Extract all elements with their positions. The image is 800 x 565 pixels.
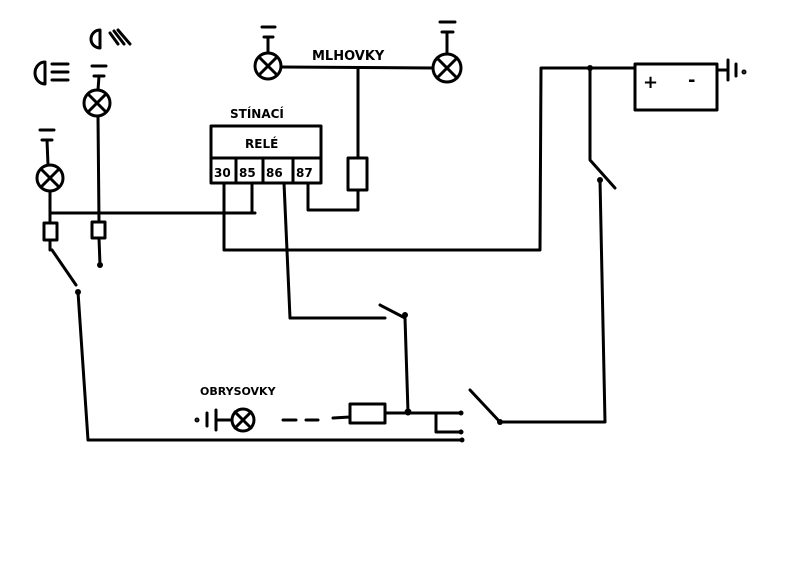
relay-box	[209, 124, 323, 185]
terminal-dot	[97, 262, 103, 268]
battery-minus: -	[688, 70, 695, 91]
relay-subtitle: RELÉ	[245, 136, 278, 151]
lamp-icon	[35, 163, 65, 193]
fuse-icon	[346, 156, 369, 192]
high-beam-icon	[89, 28, 132, 50]
relay-pin-86: 86	[266, 166, 283, 180]
relay-pin-30: 30	[214, 166, 231, 180]
relay-pin-87: 87	[296, 166, 313, 180]
relay-title: STÍNACÍ	[230, 106, 284, 121]
wire	[222, 66, 637, 252]
wire	[76, 290, 464, 442]
fuse-icon	[90, 220, 107, 240]
wire	[48, 189, 78, 287]
fuse-icon	[348, 402, 387, 425]
fog-lamp-right-icon	[431, 52, 463, 84]
wire	[96, 114, 102, 267]
wire	[279, 65, 435, 212]
ground-symbol	[38, 128, 56, 167]
wire	[383, 411, 462, 434]
wire	[468, 66, 617, 424]
lamp-icon	[82, 88, 112, 118]
position-lamp-icon	[230, 407, 256, 433]
fuse-icon	[42, 221, 59, 242]
position-lights-label: OBRYSOVKY	[200, 385, 277, 398]
fog-lamp-left-icon	[253, 51, 283, 81]
battery	[633, 62, 719, 112]
ground-symbol	[194, 408, 232, 432]
battery-plus: +	[643, 72, 658, 93]
ground-symbol	[715, 58, 747, 82]
dashed-wire	[281, 415, 352, 422]
relay-pin-85: 85	[239, 166, 256, 180]
ground-symbol	[438, 20, 457, 56]
ground-symbol	[90, 64, 108, 92]
ground-symbol	[260, 25, 277, 55]
wire	[282, 181, 410, 414]
fog-lights-label: MLHOVKY	[312, 49, 385, 64]
low-beam-icon	[33, 60, 70, 86]
